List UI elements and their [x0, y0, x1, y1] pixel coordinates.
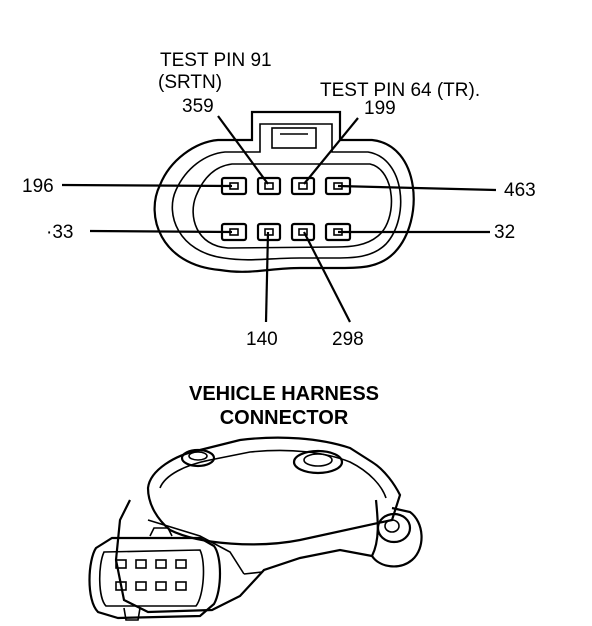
cavity-199 — [290, 176, 316, 196]
leader-140 — [264, 231, 270, 323]
latch — [271, 127, 317, 149]
caption-line-2: CONNECTOR — [220, 407, 349, 429]
wire-463-label: 463 — [504, 180, 536, 201]
wire-298-label: 298 — [332, 329, 364, 350]
cavity-140 — [256, 222, 282, 242]
leader-lines — [61, 115, 497, 323]
wire-33-label: ·33 — [46, 222, 73, 243]
cavity-359 — [256, 176, 282, 196]
caption-line-1: VEHICLE HARNESS — [189, 383, 379, 405]
leader-298 — [303, 231, 351, 323]
connector-face — [153, 110, 415, 273]
leader-463 — [337, 184, 497, 192]
test-pin-64-label: TEST PIN 64 (TR). — [320, 80, 480, 101]
leader-359 — [217, 115, 269, 185]
wire-32-label: 32 — [494, 222, 515, 243]
leader-33 — [89, 229, 233, 234]
wire-140-label: 140 — [246, 329, 278, 350]
leader-199 — [303, 117, 359, 185]
leader-196 — [61, 183, 233, 188]
wire-196-label: 196 — [22, 176, 54, 197]
srtn-label: (SRTN) — [158, 72, 222, 93]
test-pin-91-label: TEST PIN 91 — [160, 50, 272, 71]
wire-359-label: 359 — [182, 96, 214, 117]
sensor-illustration — [88, 436, 423, 621]
cavity-298 — [290, 222, 316, 242]
wire-199-label: 199 — [364, 98, 396, 119]
